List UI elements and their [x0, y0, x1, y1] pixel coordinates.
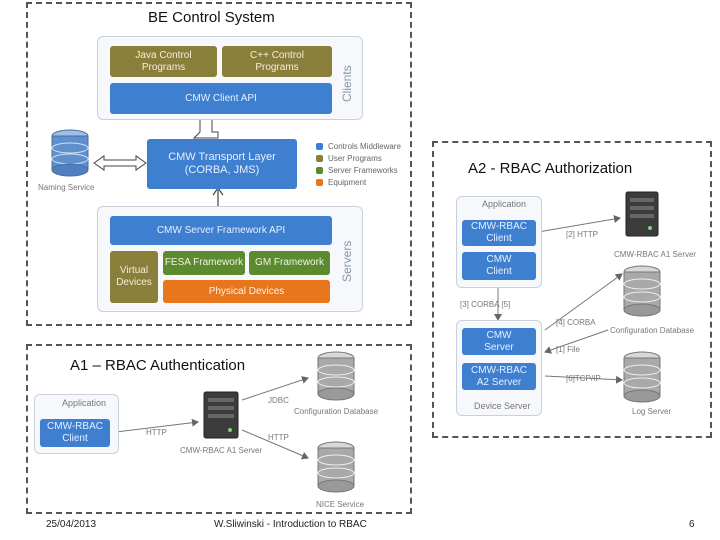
- a2-tcp6-line: [544, 375, 623, 384]
- a1-http-left-label: HTTP: [146, 428, 167, 437]
- fesa-framework: FESA Framework: [163, 251, 245, 275]
- legend-swatch: [316, 179, 323, 186]
- a2-configuration-database-label: Configuration Database: [610, 326, 695, 335]
- a2-authorization-title: A2 - RBAC Authorization: [468, 160, 633, 177]
- java-control-programs: Java Control Programs: [110, 46, 217, 77]
- a1-jdbc-label: JDBC: [268, 396, 289, 405]
- a2-cmw-client: CMW Client: [462, 252, 536, 280]
- physical-devices: Physical Devices: [163, 280, 330, 303]
- legend-swatch: [316, 155, 323, 162]
- a2-cmw-rbac-client: CMW-RBAC Client: [462, 220, 536, 246]
- footer-page-number: 6: [689, 519, 695, 530]
- a1-nice-service-icon: [316, 440, 356, 494]
- a1-http-left-line: [115, 418, 199, 433]
- footer-date: 25/04/2013: [46, 519, 97, 530]
- naming-transport-arrow: [93, 155, 147, 171]
- legend-swatch: [316, 143, 323, 150]
- a1-rbac-server-label: CMW-RBAC A1 Server: [180, 446, 263, 455]
- clients-label: Clients: [340, 65, 354, 102]
- a1-http-right-line: [241, 429, 309, 460]
- a2-corba4-line: [544, 273, 623, 331]
- a1-configuration-database-icon: [316, 350, 356, 402]
- gm-framework: GM Framework: [249, 251, 330, 275]
- device-server-label: Device Server: [474, 401, 531, 411]
- legend-server-frameworks: Server Frameworks: [316, 166, 398, 175]
- a2-rbac-a1-server-label: CMW-RBAC A1 Server: [614, 250, 697, 259]
- a2-file1-line: [544, 329, 609, 354]
- a2-http2-label: [2] HTTP: [566, 230, 599, 239]
- a1-cmw-rbac-client: CMW-RBAC Client: [40, 419, 110, 447]
- legend-user-programs: User Programs: [316, 154, 382, 163]
- a1-authentication-panel: [26, 344, 412, 514]
- virtual-devices: Virtual Devices: [110, 251, 158, 303]
- footer-author-title: W.Sliwinski - Introduction to RBAC: [214, 519, 367, 530]
- a1-rbac-server-icon: [200, 390, 242, 442]
- a1-configuration-database-label: Configuration Database: [294, 407, 379, 416]
- a2-application-label: Application: [482, 199, 527, 209]
- a2-cmw-server: CMW Server: [462, 328, 536, 355]
- a1-http-right-label: HTTP: [268, 433, 289, 442]
- a1-application-label: Application: [62, 398, 107, 408]
- a2-log-server-label: Log Server: [632, 407, 672, 416]
- servers-label: Servers: [340, 240, 354, 282]
- a2-configuration-database-icon: [622, 264, 662, 318]
- be-control-system-title: BE Control System: [148, 9, 275, 26]
- legend-controls-middleware: Controls Middleware: [316, 142, 401, 151]
- cpp-control-programs: C++ Control Programs: [222, 46, 332, 77]
- a2-authorization-panel: [432, 141, 712, 438]
- cmw-client-api: CMW Client API: [110, 83, 332, 114]
- naming-service-label: Naming Service: [38, 183, 95, 192]
- legend-equipment: Equipment: [316, 178, 366, 187]
- a2-tcp6-label: [6]TCP/IP: [566, 374, 601, 383]
- a2-http2-line: [537, 215, 621, 233]
- a2-log-server-icon: [622, 350, 662, 404]
- a2-corba3-label: [3] CORBA [5]: [460, 300, 511, 309]
- naming-service-database-icon: [50, 128, 90, 178]
- a2-corba4-label: [4] CORBA: [556, 318, 596, 327]
- a1-nice-service-label: NICE Service: [316, 500, 365, 509]
- cmw-transport-layer: CMW Transport Layer (CORBA, JMS): [147, 139, 297, 189]
- a1-authentication-title: A1 – RBAC Authentication: [70, 357, 246, 374]
- cmw-server-framework-api: CMW Server Framework API: [110, 216, 332, 245]
- a2-cmw-rbac-a2-server: CMW-RBAC A2 Server: [462, 363, 536, 390]
- a2-file1-label: [1] File: [556, 345, 581, 354]
- a1-jdbc-line: [241, 376, 309, 401]
- legend-swatch: [316, 167, 323, 174]
- a2-rbac-a1-server-icon: [622, 190, 662, 240]
- be-control-system-panel: [26, 2, 412, 326]
